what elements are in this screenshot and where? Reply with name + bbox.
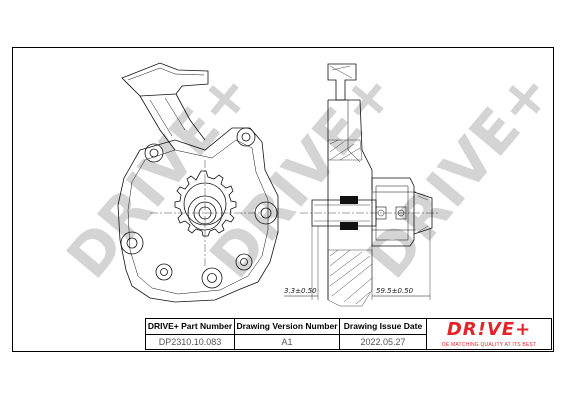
issue-date-value: 2022.05.27 [339, 333, 427, 350]
front-view [117, 62, 279, 303]
section-view [284, 63, 440, 307]
part-number-header: DRIVE+ Part Number [145, 318, 235, 335]
logo-tagline: OE MATCHING QUALITY AT ITS BEST [441, 342, 537, 348]
watermark: DRIVE+ DRIVE+ DRIVE+ [54, 58, 565, 291]
title-block: DRIVE+ Part Number Drawing Version Numbe… [145, 318, 552, 350]
drawing-frame [12, 47, 554, 352]
logo-brand: DR!VE+ [446, 319, 532, 340]
logo-cell: DR!VE+ OE MATCHING QUALITY AT ITS BEST [426, 318, 552, 350]
dimension-right: 59.5±0.50 [376, 287, 414, 295]
drive-plus-logo: DR!VE+ OE MATCHING QUALITY AT ITS BEST [427, 319, 551, 349]
part-number-value: DP2310.10.083 [145, 333, 235, 350]
issue-date-header: Drawing Issue Date [339, 318, 427, 335]
drawing-version-value: A1 [234, 333, 340, 350]
drawing-version-header: Drawing Version Number [234, 318, 340, 335]
dimension-left: 3.3±0.50 [284, 287, 317, 295]
